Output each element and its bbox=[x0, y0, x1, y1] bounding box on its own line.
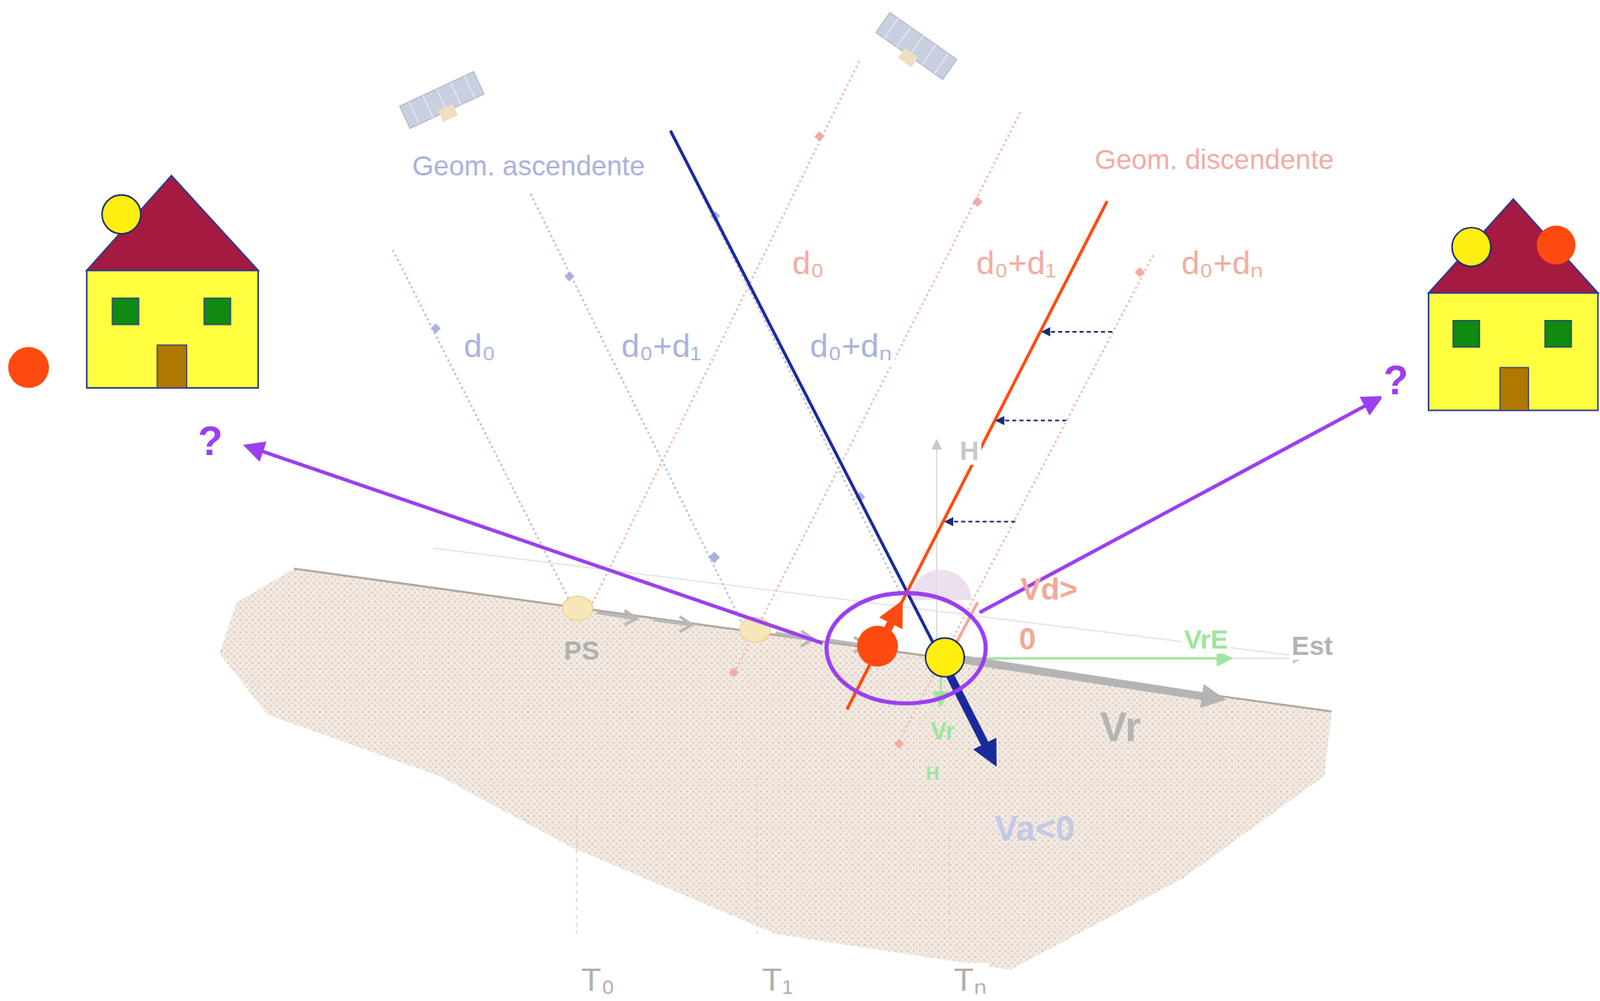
distance-label: d₀+dₙ bbox=[1179, 246, 1266, 281]
satellite bbox=[399, 71, 488, 136]
ascending-point bbox=[925, 638, 965, 677]
ascending-lines bbox=[392, 178, 900, 625]
velocity-label: Vr bbox=[928, 717, 958, 744]
question-mark: ? bbox=[1381, 358, 1411, 402]
velocity-label: Vr bbox=[1097, 705, 1143, 748]
distance-label: d₀ bbox=[461, 330, 498, 365]
time-label: T₁ bbox=[759, 962, 795, 997]
time-line bbox=[948, 837, 950, 935]
velocity-label: Vd> bbox=[1018, 572, 1080, 605]
house bbox=[7, 175, 259, 388]
descending-lines bbox=[591, 61, 1154, 748]
distance-label: d₀+d₁ bbox=[974, 246, 1059, 281]
house bbox=[1428, 199, 1598, 410]
geometry-label: Geom. discendente bbox=[1092, 146, 1337, 176]
velocity-label: Va<0 bbox=[992, 810, 1078, 847]
descending-point bbox=[856, 625, 898, 667]
velocity-label: VrE bbox=[1182, 626, 1231, 654]
distance-label: d₀+d₁ bbox=[619, 330, 703, 365]
axis-label: H bbox=[957, 436, 981, 465]
descending-marks bbox=[728, 131, 1146, 749]
callout-arrow bbox=[247, 446, 823, 643]
geometry-label: Geom. ascendente bbox=[409, 151, 647, 181]
velocity-label: H bbox=[923, 763, 942, 783]
point-label: PS bbox=[561, 637, 601, 665]
descending-los bbox=[846, 201, 1107, 710]
time-label: Tₙ bbox=[951, 962, 989, 997]
ps-point bbox=[562, 596, 771, 643]
distance-label: d₀ bbox=[790, 246, 827, 281]
shift-arrows bbox=[946, 331, 1113, 522]
ascending-marks bbox=[430, 210, 865, 564]
velocity-label: 0 bbox=[1017, 622, 1039, 655]
question-mark: ? bbox=[195, 419, 226, 462]
time-label: T₀ bbox=[578, 962, 617, 997]
satellite bbox=[871, 12, 957, 87]
vr-arrow bbox=[936, 655, 1217, 699]
callout-arrow bbox=[979, 398, 1379, 613]
axis-label: Est bbox=[1289, 631, 1335, 660]
focus-ellipse bbox=[826, 593, 987, 704]
time-line bbox=[756, 775, 758, 934]
time-line bbox=[575, 816, 577, 935]
distance-label: d₀+dₙ bbox=[807, 330, 894, 365]
